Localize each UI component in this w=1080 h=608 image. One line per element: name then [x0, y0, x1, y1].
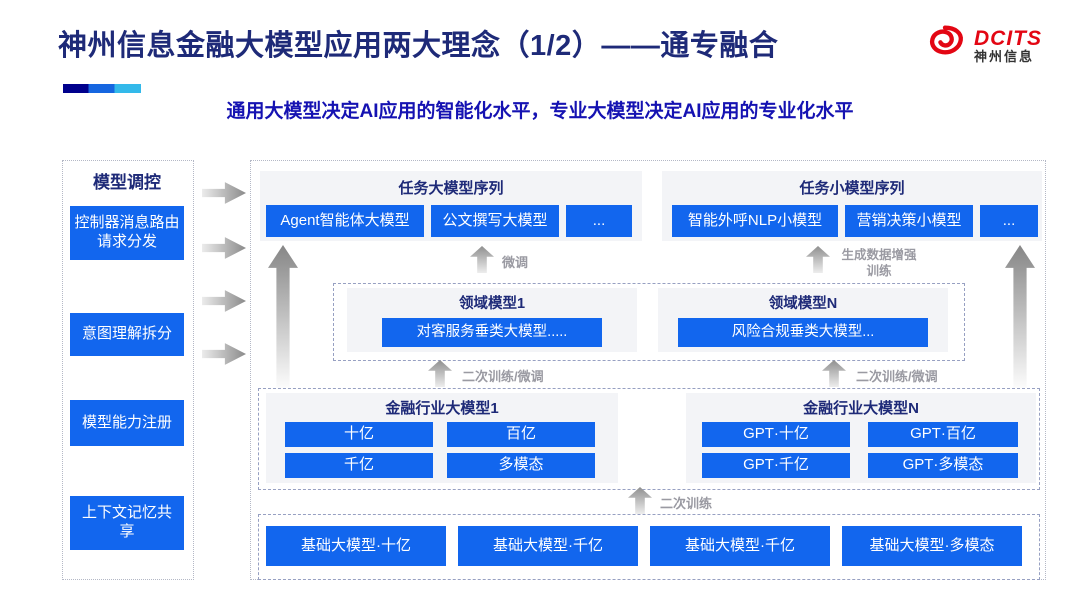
retrain-right-label: 二次训练/微调 — [856, 369, 938, 384]
fine-tune-label: 微调 — [502, 255, 529, 270]
foundation-model-hundred-billion-2: 基础大模型·千亿 — [650, 526, 830, 566]
model-small-more: ... — [980, 205, 1038, 237]
flow-arrow-right-2 — [202, 237, 246, 259]
flow-arrow-right-3 — [202, 290, 246, 312]
retrain-left-label: 二次训练/微调 — [462, 369, 544, 384]
model-document-large: 公文撰写大模型 — [431, 205, 559, 237]
logo-company-text: 神州信息 — [974, 48, 1035, 64]
flow-arrow-right-4 — [202, 343, 246, 365]
task-small-title: 任务小模型序列 — [799, 180, 905, 197]
domain-model-n-item: 风险合规垂类大模型... — [678, 318, 928, 347]
logo-brand-text: DCITS — [974, 26, 1042, 50]
sidebar-item-intent: 意图理解拆分 — [70, 313, 184, 356]
model-marketing-small: 营销决策小模型 — [845, 205, 973, 237]
foundation-model-multimodal: 基础大模型·多模态 — [842, 526, 1022, 566]
title-accent-bar — [63, 84, 141, 93]
industry-n-gpt-billion: GPT·十亿 — [702, 422, 850, 447]
domain-model-1-item: 对客服务垂类大模型..... — [382, 318, 602, 347]
model-large-more: ... — [566, 205, 632, 237]
industry-n-gpt-multimodal: GPT·多模态 — [868, 453, 1018, 478]
company-logo: DCITS 神州信息 — [922, 20, 1042, 71]
domain-model-n-title: 领域模型N — [768, 296, 838, 312]
model-nlp-small: 智能外呼NLP小模型 — [672, 205, 838, 237]
industry-1-billion: 十亿 — [285, 422, 433, 447]
sidebar-title: 模型调控 — [93, 173, 161, 192]
industry-n-gpt-ten-billion: GPT·百亿 — [868, 422, 1018, 447]
retrain-bottom-label: 二次训练 — [660, 496, 713, 511]
foundation-model-billion: 基础大模型·十亿 — [266, 526, 446, 566]
industry-model-1-title: 金融行业大模型1 — [385, 400, 499, 417]
sidebar-item-router: 控制器消息路由请求分发 — [70, 206, 184, 260]
flow-arrow-right-1 — [202, 182, 246, 204]
task-large-title: 任务大模型序列 — [398, 180, 504, 197]
sidebar-item-register: 模型能力注册 — [70, 400, 184, 446]
dcits-swirl-icon — [922, 20, 968, 71]
industry-1-multimodal: 多模态 — [447, 453, 595, 478]
gen-train-label: 生成数据增强训练 — [841, 248, 917, 278]
domain-model-1-title: 领域模型1 — [458, 296, 526, 312]
industry-1-ten-billion: 百亿 — [447, 422, 595, 447]
industry-n-gpt-hundred-billion: GPT·千亿 — [702, 453, 850, 478]
industry-1-hundred-billion: 千亿 — [285, 453, 433, 478]
foundation-model-hundred-billion-1: 基础大模型·千亿 — [458, 526, 638, 566]
sidebar-item-context: 上下文记忆共享 — [70, 496, 184, 550]
industry-model-n-title: 金融行业大模型N — [803, 400, 919, 417]
model-agent-large: Agent智能体大模型 — [266, 205, 424, 237]
slide-subtitle: 通用大模型决定AI应用的智能化水平，专业大模型决定AI应用的专业化水平 — [226, 101, 854, 122]
page-title: 神州信息金融大模型应用两大理念（1/2）——通专融合 — [58, 30, 779, 62]
